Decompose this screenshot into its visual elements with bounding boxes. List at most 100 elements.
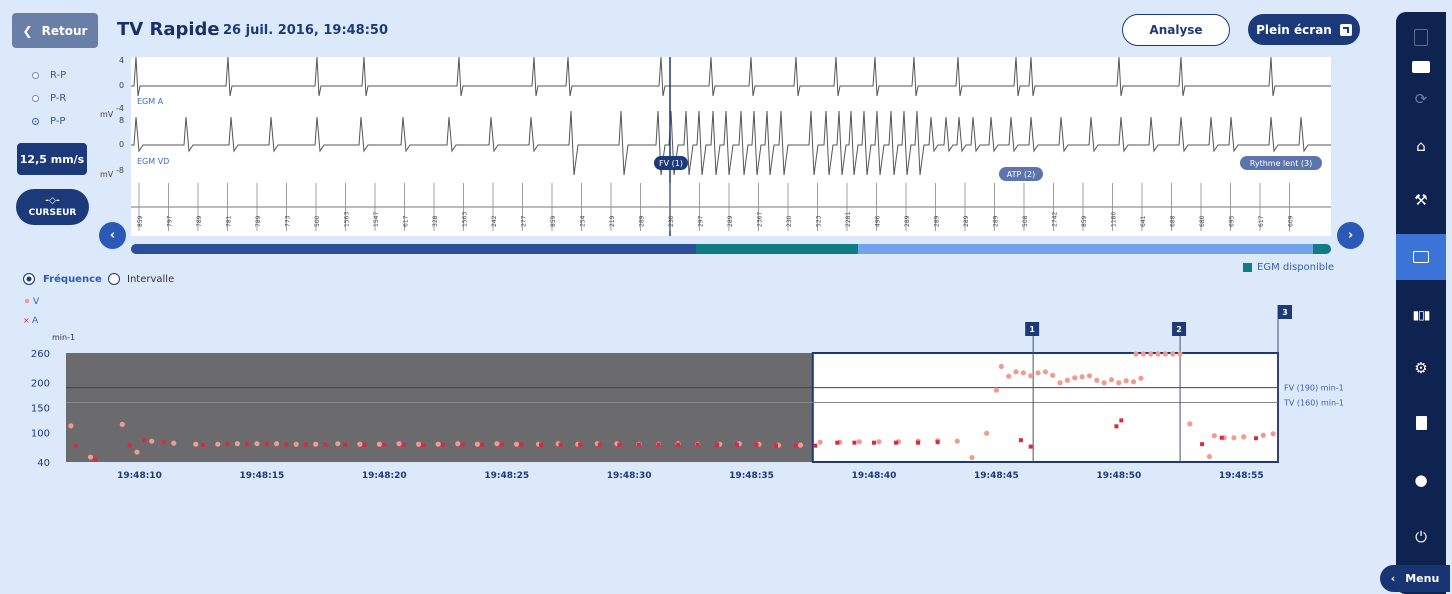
event-marker — [1172, 322, 1187, 336]
scrollbar-egm-end — [1313, 244, 1331, 254]
marker-interval-label: 500 — [314, 215, 321, 227]
sidebar-settings[interactable]: ⚙ — [1396, 345, 1446, 391]
sidebar-reports[interactable] — [1396, 400, 1446, 446]
egm-scrollbar[interactable] — [131, 244, 1331, 254]
x-tick-label: 19:48:15 — [239, 471, 284, 481]
point-a — [656, 442, 661, 447]
point-a — [1018, 438, 1023, 443]
marker-interval-label: 688 — [1170, 215, 1177, 227]
printer-icon — [1412, 61, 1430, 73]
threshold-label: TV (160) min-1 — [1283, 399, 1344, 408]
marker-interval-label: 789 — [255, 215, 262, 227]
point-v — [1133, 351, 1139, 357]
user-icon: ● — [1414, 471, 1428, 489]
egm-a-scale-bottom: -4 — [116, 104, 124, 113]
point-v — [1162, 351, 1168, 357]
point-v — [1108, 377, 1115, 383]
marker-interval-label: 254 — [580, 215, 587, 227]
event-label: FV (1) — [659, 159, 683, 168]
point-a — [578, 442, 583, 447]
y-tick-label: 150 — [31, 404, 50, 415]
sidebar-statistics[interactable]: ▮▯▮ — [1396, 292, 1446, 338]
sidebar-sync[interactable]: ⟳ — [1396, 76, 1446, 122]
point-v — [1013, 369, 1019, 375]
egm-v-unit: mV — [100, 170, 114, 179]
menu-tab[interactable]: ‹ Menu — [1380, 565, 1450, 592]
radio-r-p-dot[interactable] — [32, 72, 39, 79]
mode-frequency-radio[interactable] — [23, 273, 35, 285]
event-marker-label: 1 — [1029, 325, 1035, 334]
mode-interval-radio[interactable] — [108, 273, 120, 285]
point-a — [1119, 418, 1124, 423]
marker-interval-label: 289 — [727, 215, 734, 227]
marker-interval-label: 617 — [403, 215, 410, 227]
radio-r-p[interactable]: R-P — [32, 70, 66, 81]
cursor-button[interactable]: -◇- CURSEUR — [16, 189, 89, 225]
point-v — [1086, 373, 1093, 379]
clipboard-icon — [1415, 416, 1427, 430]
point-v — [234, 441, 240, 447]
point-a — [201, 443, 206, 448]
paper-speed-button[interactable]: 12,5 mm/s — [17, 143, 87, 175]
radio-p-p[interactable]: P-P — [32, 116, 65, 127]
point-v — [1177, 351, 1183, 357]
scroll-right-button[interactable]: › — [1337, 222, 1364, 249]
point-v — [954, 438, 960, 444]
point-v — [1155, 351, 1161, 357]
y-tick-label: 260 — [31, 349, 50, 360]
point-v — [134, 449, 140, 455]
page-title: TV Rapide — [117, 19, 220, 40]
point-v — [1057, 380, 1063, 386]
mode-frequency[interactable]: Fréquence — [23, 273, 102, 285]
marker-interval-label: 859 — [1081, 215, 1088, 227]
point-a — [715, 442, 720, 447]
marker-interval-label: 219 — [609, 215, 616, 227]
point-v — [1006, 373, 1012, 379]
point-v — [273, 441, 280, 447]
point-v — [1020, 370, 1026, 376]
marker-interval-label: 230 — [668, 215, 675, 227]
point-v — [1028, 373, 1034, 379]
fullscreen-button[interactable]: Plein écran — [1248, 14, 1360, 45]
analyse-button[interactable]: Analyse — [1122, 14, 1230, 46]
back-button[interactable]: ❮ Retour — [12, 13, 98, 48]
point-a — [539, 442, 544, 447]
sidebar-power[interactable]: ⏻ — [1396, 514, 1446, 560]
sidebar-tools[interactable]: ⚒ — [1396, 177, 1446, 223]
point-a — [73, 444, 78, 449]
point-v — [396, 441, 402, 447]
legend-v-label: V — [33, 297, 40, 307]
point-v — [494, 441, 500, 447]
right-sidebar: ⟳ ⌂ ⚒ ▮▯▮ ⚙ ● ⏻ — [1396, 12, 1446, 594]
chevron-left-icon: ❮ — [22, 23, 33, 38]
sidebar-print[interactable] — [1396, 44, 1446, 90]
sidebar-document[interactable] — [1396, 14, 1446, 60]
radio-p-r[interactable]: P-R — [32, 93, 66, 104]
marker-interval-label: 508 — [1022, 215, 1029, 227]
cursor-icon: -◇- — [45, 196, 60, 206]
marker-interval-label: 789 — [196, 215, 203, 227]
point-v — [1130, 379, 1137, 385]
marker-interval-label: 609 — [1288, 215, 1295, 227]
mode-interval[interactable]: Intervalle — [108, 273, 174, 285]
point-a — [558, 442, 563, 447]
radio-p-r-dot[interactable] — [32, 95, 39, 102]
egm-v-trace — [131, 110, 1331, 176]
marker-interval-label: 297 — [698, 215, 705, 227]
point-v — [335, 441, 341, 447]
egm-a-unit: mV — [100, 110, 114, 119]
event-marker — [1025, 322, 1040, 336]
scroll-left-button[interactable]: ‹ — [99, 222, 126, 249]
event-label: ATP (2) — [1007, 170, 1035, 179]
sidebar-episodes[interactable] — [1396, 234, 1446, 280]
radio-p-p-dot[interactable] — [32, 118, 39, 125]
point-v — [1042, 369, 1048, 375]
sidebar-patient[interactable]: ● — [1396, 457, 1446, 503]
point-a — [245, 442, 250, 447]
point-v — [1187, 421, 1193, 427]
egm-v-scale-mid: 0 — [119, 140, 125, 149]
sidebar-home[interactable]: ⌂ — [1396, 123, 1446, 169]
point-a — [1253, 436, 1258, 441]
